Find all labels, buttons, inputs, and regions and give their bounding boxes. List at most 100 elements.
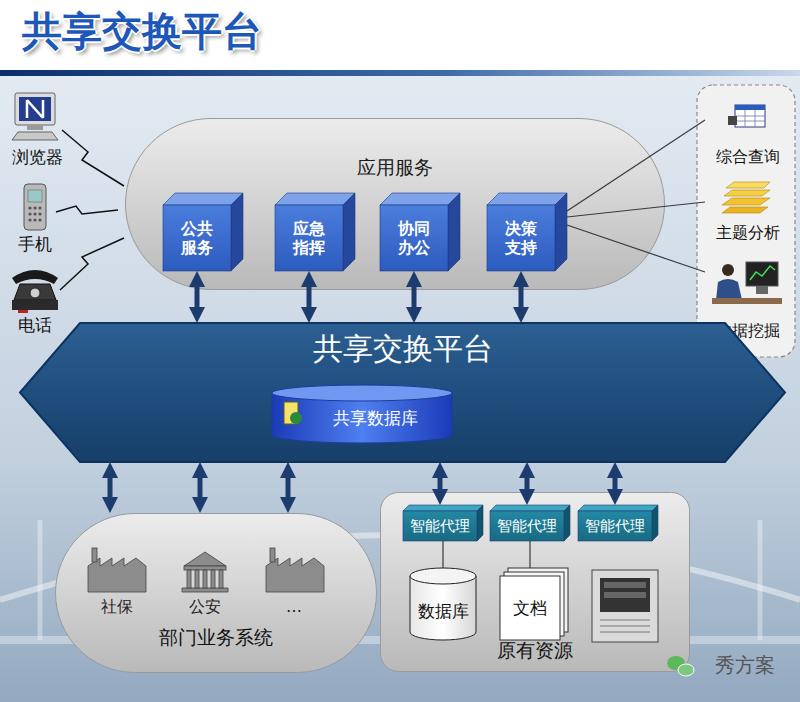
analysis-item: 主题分析 <box>705 180 790 242</box>
building-icon-part <box>203 570 207 588</box>
resource-group-outline <box>381 493 690 672</box>
building-icon-part <box>92 548 97 562</box>
query-icon-part <box>735 105 765 110</box>
department-group-outline <box>56 514 377 673</box>
link-line <box>567 120 705 211</box>
query-icon <box>728 105 765 127</box>
building-icon-part <box>270 548 275 562</box>
service-cube: 协同 办公 <box>380 193 460 271</box>
shared-database-text: 共享数据库 <box>272 393 452 443</box>
device-label: 手机 <box>5 233 65 256</box>
service-cube-outline <box>163 193 243 205</box>
service-cube-text: 应急 指挥 <box>275 205 343 271</box>
wireless-link-part <box>56 206 118 214</box>
department-group-text: 部门业务系统 <box>55 626 377 649</box>
data-mining-icon-part <box>712 298 782 304</box>
data-mining-icon-part <box>716 279 742 300</box>
building-icon-part <box>88 558 146 592</box>
server-icon-part <box>592 570 658 642</box>
query-icon-part <box>735 105 765 127</box>
agent-box-outline <box>403 511 477 541</box>
database-small-icon-part <box>284 402 298 424</box>
query-icon-part <box>735 110 765 127</box>
page-title: 共享交换平台 <box>22 4 262 59</box>
department-label: 公安 <box>175 597 235 618</box>
wechat-icon-part <box>667 656 685 670</box>
mobile-phone-icon-part-part <box>33 218 36 221</box>
wechat-icon-part <box>678 664 694 676</box>
photo-background <box>0 76 800 702</box>
dashed-group-box <box>697 85 795 357</box>
service-cube-text: 协同 办公 <box>380 205 448 271</box>
platform-band-outline <box>20 323 785 462</box>
wireless-link <box>56 130 124 290</box>
platform-band-text: 共享交换平台 <box>20 331 785 367</box>
link-line <box>442 541 443 568</box>
watermark: 秀方案 <box>695 652 795 679</box>
service-cube-outline <box>448 193 460 271</box>
database-small-icon-part <box>290 412 302 424</box>
resource-group-text: 原有资源 <box>380 639 690 662</box>
service-cube-outline <box>343 193 355 271</box>
telephone-icon-part <box>14 284 56 300</box>
building-icon-part <box>182 588 228 592</box>
service-cube-text: 决策 支持 <box>487 205 555 271</box>
database-small-icon <box>284 402 302 424</box>
service-group-outline <box>126 119 665 290</box>
agent-box-outline <box>403 505 483 511</box>
mobile-phone-icon-part-part <box>33 212 36 215</box>
database-cylinder-outline <box>410 568 476 584</box>
data-exchange-arrow <box>286 462 291 513</box>
mobile-phone-icon-part-part <box>28 206 31 209</box>
agent-box-outline <box>578 511 652 541</box>
building-icon <box>88 548 324 592</box>
telephone-icon-part <box>12 270 58 284</box>
data-mining-icon <box>712 262 782 304</box>
service-cube: 公共 服务 <box>163 193 243 271</box>
service-cube: 应急 指挥 <box>275 193 355 271</box>
computer-icon-part <box>12 132 58 140</box>
agent-box: 智能代理 <box>490 505 570 541</box>
data-exchange-arrow <box>195 271 200 323</box>
building-icon-part <box>266 558 324 592</box>
building-icon-part <box>219 570 223 588</box>
agent-box-outline <box>564 505 570 541</box>
mobile-phone-icon-part-part <box>38 212 41 215</box>
department-group-shape <box>55 513 377 673</box>
mobile-phone-icon-part-part <box>38 206 41 209</box>
document-stack-text: 文档 <box>500 576 560 640</box>
agent-box-text: 智能代理 <box>578 511 652 541</box>
analysis-icon-part <box>722 198 770 205</box>
server-icon-part <box>600 620 650 632</box>
telephone-icon-part <box>18 310 28 313</box>
data-exchange-arrow <box>198 462 203 513</box>
service-cube-outline <box>555 193 567 271</box>
wireless-link-part <box>62 130 124 186</box>
service-cube-outline <box>487 193 567 205</box>
analysis-icon <box>722 182 770 213</box>
server-icon-part <box>604 582 646 588</box>
data-exchange-arrow <box>307 271 312 323</box>
department-group: 部门业务系统 <box>55 513 377 673</box>
computer-icon-part <box>27 125 43 130</box>
service-group-text: 应用服务 <box>125 156 665 179</box>
mobile-phone-icon <box>24 184 46 230</box>
server-icon-part <box>600 578 650 612</box>
building-icon-part <box>195 570 199 588</box>
service-cube-text: 公共 服务 <box>163 205 231 271</box>
document-stack: 文档 <box>500 568 568 640</box>
service-cube-outline <box>487 205 555 271</box>
service-cube-outline <box>163 205 231 271</box>
data-exchange-arrow <box>613 462 618 505</box>
data-mining-icon-part <box>750 266 775 280</box>
wireless-link-part <box>60 238 124 290</box>
department-label: 社保 <box>87 597 147 618</box>
agent-box-outline <box>477 505 483 541</box>
server-icon <box>592 570 658 642</box>
mobile-phone-icon-part <box>28 206 41 221</box>
analysis-item-text: 主题分析 <box>705 223 790 242</box>
